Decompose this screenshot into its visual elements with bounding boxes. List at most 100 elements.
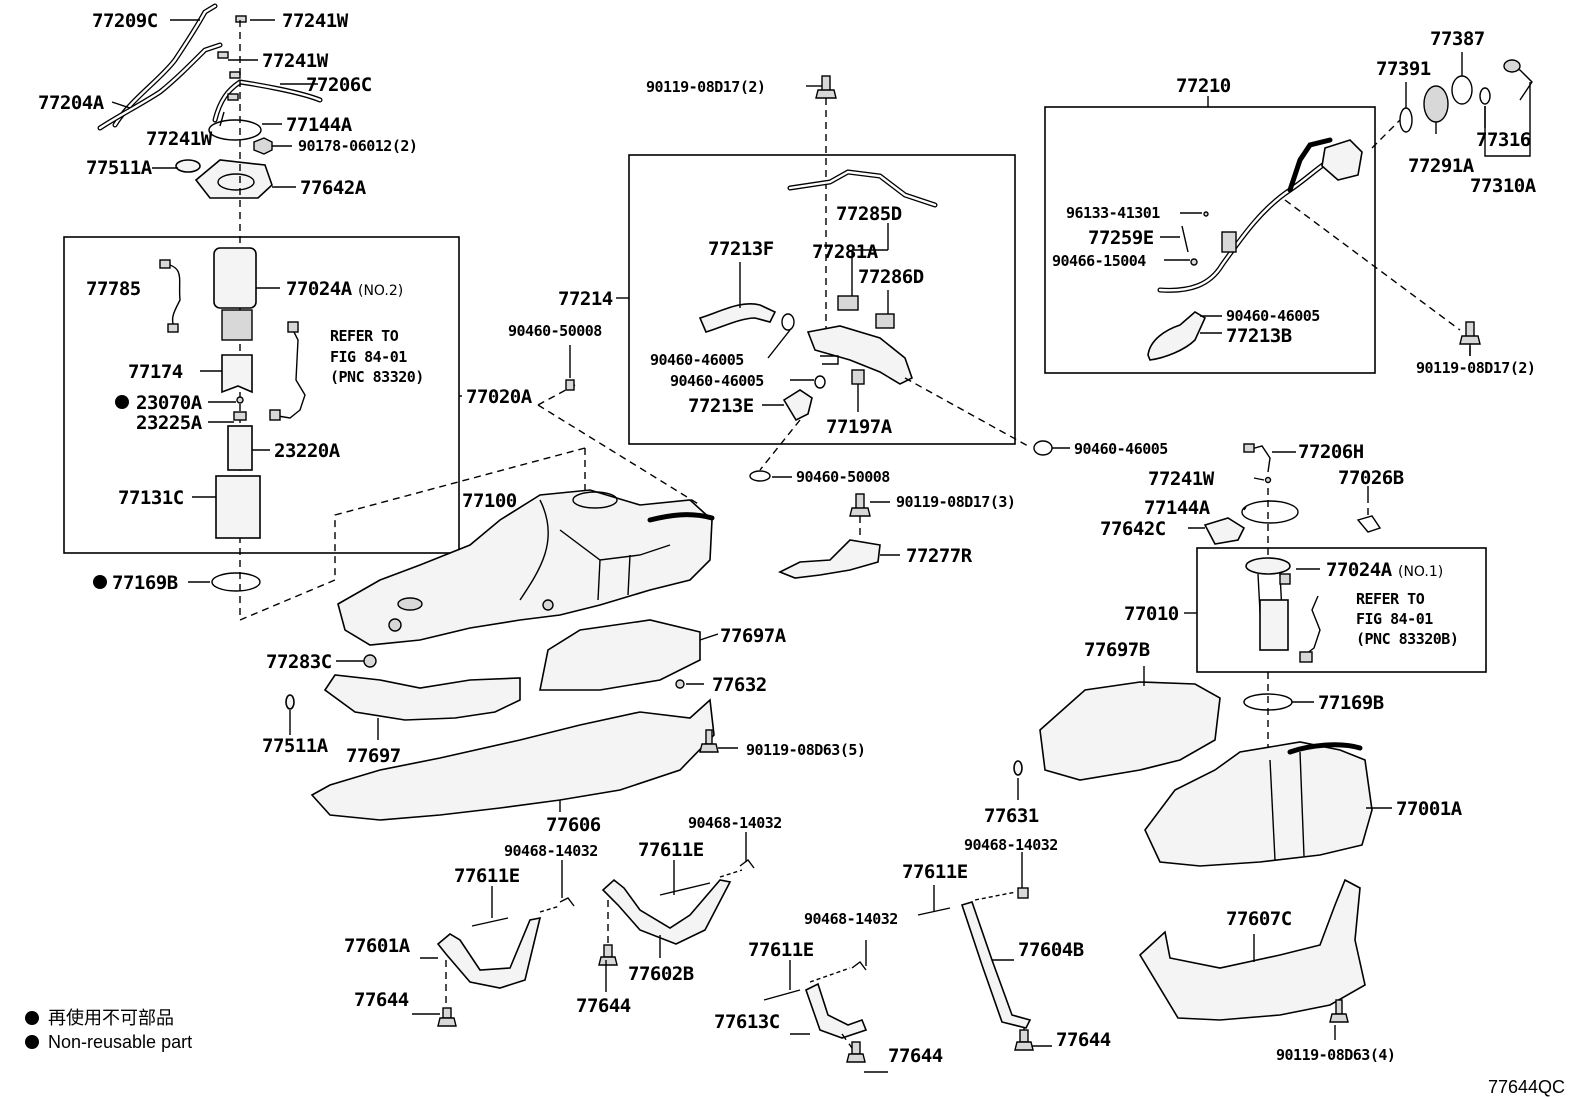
label-77697B: 77697B xyxy=(1084,639,1150,661)
label-90119-08D63-4: 90119-08D63(4) xyxy=(1276,1046,1395,1064)
cap-77291A xyxy=(1423,85,1449,123)
label-refer-left-3: (PNC 83320) xyxy=(330,368,424,386)
label-77611E-d: 77611E xyxy=(902,861,968,883)
label-77310A: 77310A xyxy=(1470,175,1537,197)
strap-77601A xyxy=(436,897,575,1027)
fuel-pump-no2 xyxy=(159,247,306,592)
label-77697A: 77697A xyxy=(720,625,787,647)
label-refer-right-1: REFER TO xyxy=(1356,590,1425,608)
label-77241W-a: 77241W xyxy=(282,10,349,32)
tether-77310A xyxy=(1509,67,1533,101)
o-ring-77387 xyxy=(1451,75,1473,105)
label-77644-a: 77644 xyxy=(354,989,409,1011)
ring-77316 xyxy=(1479,87,1491,105)
label-77214: 77214 xyxy=(558,288,613,310)
label-77281A: 77281A xyxy=(812,241,879,263)
non-reusable-marker-23070A xyxy=(115,395,129,409)
label-77213B: 77213B xyxy=(1226,325,1292,347)
bolt-90119-08D17-top xyxy=(815,75,837,99)
label-no1: (NO.1) xyxy=(1398,564,1443,580)
label-90119-08D17-2-top: 90119-08D17(2) xyxy=(646,78,765,96)
fuel-tank-77001A xyxy=(1144,741,1373,867)
label-90460-50008-a: 90460-50008 xyxy=(508,322,602,340)
non-reusable-marker-77169B-left xyxy=(93,575,107,589)
breather-group-box xyxy=(628,154,1016,445)
label-77607C: 77607C xyxy=(1226,908,1292,930)
label-90119-08D63-5: 90119-08D63(5) xyxy=(746,741,865,759)
plug-77283C xyxy=(363,654,377,668)
part-labels: 77209C 77241W 77241W 77206C 77204A 77241… xyxy=(38,10,1537,1067)
label-no2: (NO.2) xyxy=(358,283,403,299)
bolt-90119-08D63-5 xyxy=(699,729,738,753)
guard-77606 xyxy=(310,698,715,821)
label-77642A: 77642A xyxy=(300,177,367,199)
retainer-77642C xyxy=(1203,517,1246,545)
label-77197A: 77197A xyxy=(826,416,893,438)
label-77286D: 77286D xyxy=(858,266,924,288)
label-77283C: 77283C xyxy=(266,651,332,673)
legend-jp: 再使用不可部品 xyxy=(48,1008,174,1028)
label-23070A: 23070A xyxy=(136,392,203,414)
label-77277R: 77277R xyxy=(906,545,973,567)
hose-77213F xyxy=(698,303,777,333)
filler-pipe-77210 xyxy=(1147,137,1363,361)
label-90460-50008-b: 90460-50008 xyxy=(796,468,890,486)
protector-77697A xyxy=(539,619,701,691)
label-77602B: 77602B xyxy=(628,963,694,985)
label-77511A-top: 77511A xyxy=(86,157,153,179)
label-77213E: 77213E xyxy=(688,395,754,417)
label-77204A: 77204A xyxy=(38,92,105,114)
label-77169B-right: 77169B xyxy=(1318,692,1384,714)
label-77604B: 77604B xyxy=(1018,939,1084,961)
label-77213F: 77213F xyxy=(708,238,774,260)
label-77241W-c: 77241W xyxy=(146,128,213,150)
sender-77026B xyxy=(1356,515,1382,533)
label-refer-right-3: (PNC 83320B) xyxy=(1356,630,1458,648)
filter-77131C xyxy=(215,475,261,539)
label-77174: 77174 xyxy=(128,361,183,383)
label-77241W-right: 77241W xyxy=(1148,468,1215,490)
label-refer-left-2: FIG 84-01 xyxy=(330,348,407,366)
label-refer-right-2: FIG 84-01 xyxy=(1356,610,1433,628)
bracket-77277R xyxy=(778,493,881,579)
label-77285D: 77285D xyxy=(836,203,902,225)
label-77511A-bottom: 77511A xyxy=(262,735,329,757)
label-77026B: 77026B xyxy=(1338,467,1404,489)
label-77010: 77010 xyxy=(1124,603,1179,625)
label-77100: 77100 xyxy=(462,490,517,512)
retainer-plate-77642A xyxy=(194,159,273,199)
label-77611E-b: 77611E xyxy=(638,839,704,861)
label-77644-d: 77644 xyxy=(1056,1029,1111,1051)
label-77316: 77316 xyxy=(1476,129,1531,151)
label-refer-left-1: REFER TO xyxy=(330,327,399,345)
label-77785: 77785 xyxy=(86,278,141,300)
label-77131C: 77131C xyxy=(118,487,184,509)
label-77613C: 77613C xyxy=(714,1011,780,1033)
gasket-77511A-bottom xyxy=(285,694,295,710)
label-77210: 77210 xyxy=(1176,75,1231,97)
legend: 再使用不可部品 Non-reusable part xyxy=(25,1008,192,1052)
label-96133: 96133-41301 xyxy=(1066,204,1160,222)
label-77144A-right: 77144A xyxy=(1144,497,1211,519)
label-77259E: 77259E xyxy=(1088,227,1154,249)
label-77169B-left: 77169B xyxy=(112,572,178,594)
protector-77697 xyxy=(323,674,521,721)
label-77206H: 77206H xyxy=(1298,441,1364,463)
label-77391: 77391 xyxy=(1376,58,1431,80)
gasket-77144A-right xyxy=(1241,500,1299,524)
label-90119-08D17-3: 90119-08D17(3) xyxy=(896,493,1015,511)
gasket-77391 xyxy=(1399,107,1413,133)
label-90460-46005-a: 90460-46005 xyxy=(650,351,744,369)
legend-en: Non-reusable part xyxy=(48,1032,192,1052)
label-90460-46005-c: 90460-46005 xyxy=(1074,440,1168,458)
label-77387: 77387 xyxy=(1430,28,1485,50)
label-90178: 90178-06012(2) xyxy=(298,137,417,155)
o-ring-77169B-left xyxy=(211,572,261,592)
guard-77607C xyxy=(1138,878,1366,1021)
label-77601A: 77601A xyxy=(344,935,411,957)
strap-77602B xyxy=(598,859,755,966)
label-77611E-c: 77611E xyxy=(748,939,814,961)
figure-id: 77644QC xyxy=(1488,1077,1565,1097)
hose-77213E xyxy=(782,389,813,422)
